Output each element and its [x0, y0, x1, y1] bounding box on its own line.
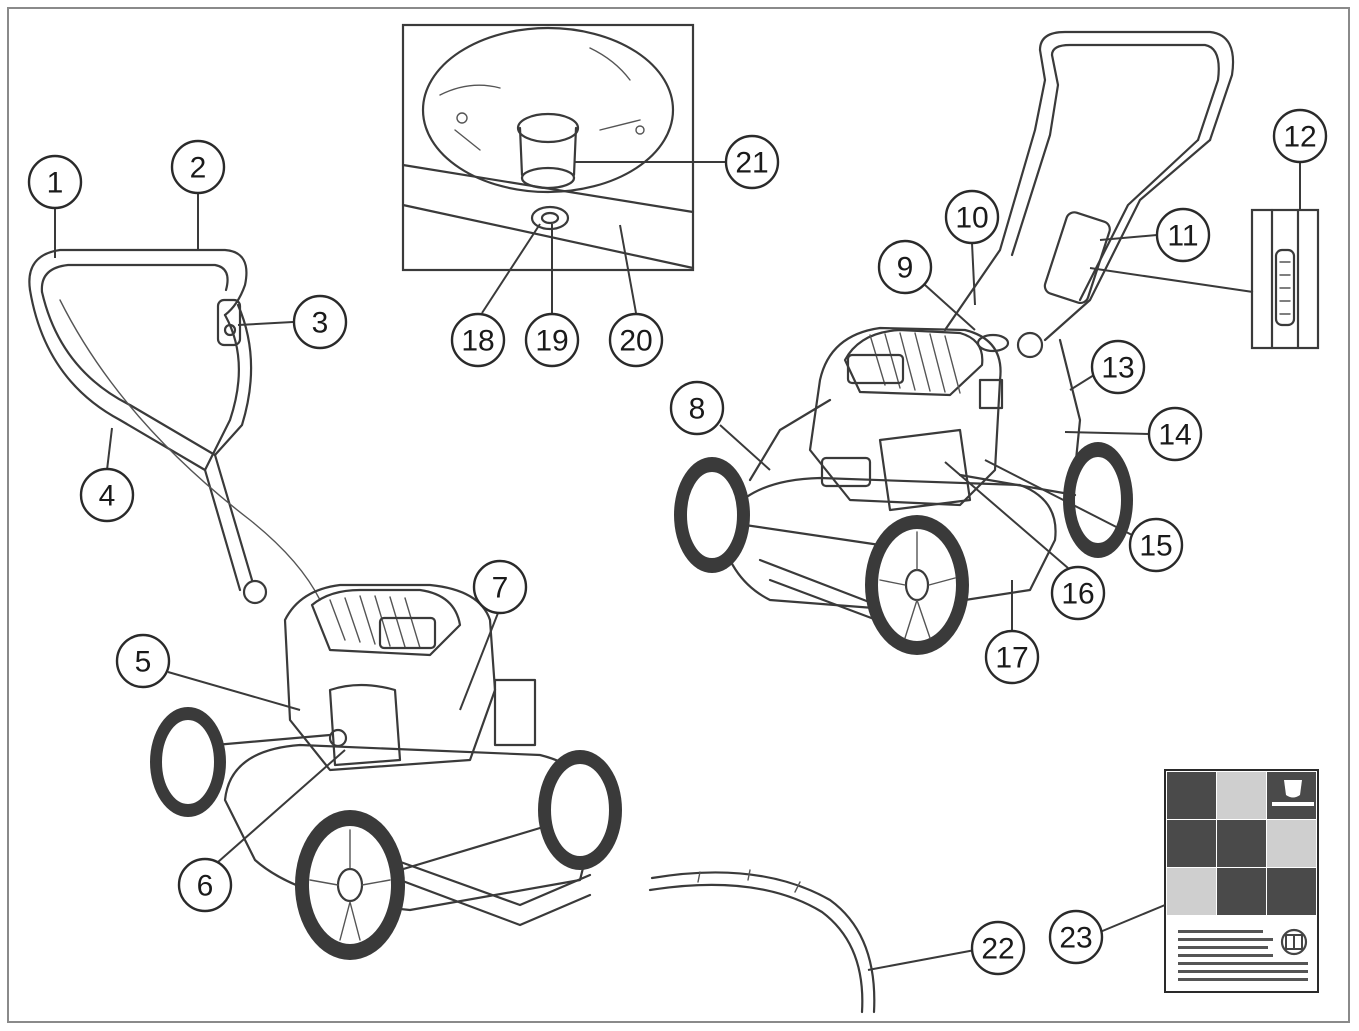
callout-16: 16	[1050, 565, 1106, 621]
callout-19: 19	[524, 312, 580, 368]
callout-label: 22	[981, 933, 1014, 966]
callout-label: 5	[135, 646, 152, 679]
manual-cover-tile	[1217, 820, 1266, 867]
callout-1: 1	[27, 154, 83, 210]
callout-label: 7	[492, 572, 509, 605]
callout-label: 23	[1059, 922, 1092, 955]
manual-text-line	[1178, 970, 1308, 973]
manual-cover-tile	[1167, 868, 1216, 915]
manual-cover-tile	[1167, 820, 1216, 867]
callout-label: 19	[535, 325, 568, 358]
manual-text-line	[1178, 938, 1273, 941]
callout-label: 16	[1061, 578, 1094, 611]
callout-label: 9	[897, 252, 914, 285]
callout-label: 13	[1101, 352, 1134, 385]
callout-label: 14	[1158, 419, 1191, 452]
callout-4: 4	[79, 467, 135, 523]
callout-7: 7	[472, 559, 528, 615]
diagram-frame	[7, 7, 1350, 1023]
callouts: 1 2 3 4 5 6 7 8 9 10 11 12 13 14 15 16 1…	[27, 108, 1328, 976]
callout-20: 20	[608, 312, 664, 368]
callout-label: 18	[461, 325, 494, 358]
callout-14: 14	[1147, 406, 1203, 462]
callout-17: 17	[984, 629, 1040, 685]
callout-label: 3	[312, 307, 329, 340]
callout-label: 4	[99, 480, 116, 513]
manual-book-icon	[1280, 928, 1308, 956]
operators-manual	[1164, 769, 1319, 993]
manual-text-line	[1178, 946, 1268, 949]
manual-text-line	[1178, 978, 1308, 981]
mower-right-view	[674, 30, 1235, 655]
callout-13: 13	[1090, 339, 1146, 395]
manual-text-line	[1178, 954, 1273, 957]
blade-detail-inset	[401, 23, 695, 272]
grass-deflector	[648, 869, 876, 1014]
callout-label: 6	[197, 870, 214, 903]
manual-cover-tile	[1267, 820, 1316, 867]
callout-label: 11	[1167, 220, 1198, 253]
manual-text-line	[1178, 930, 1263, 933]
callout-11: 11	[1155, 207, 1211, 263]
callout-12: 12	[1272, 108, 1328, 164]
callout-label: 2	[190, 152, 207, 185]
callout-label: 20	[619, 325, 652, 358]
callout-label: 1	[47, 167, 64, 200]
callout-22: 22	[970, 920, 1026, 976]
callout-label: 8	[689, 393, 706, 426]
callout-label: 10	[955, 202, 988, 235]
manual-cover-tile	[1217, 868, 1266, 915]
mower-left-view	[28, 248, 622, 960]
manual-cover-tile	[1267, 868, 1316, 915]
callout-15: 15	[1128, 517, 1184, 573]
leader-lines	[54, 161, 1301, 971]
callout-label: 12	[1283, 121, 1316, 154]
callout-10: 10	[944, 189, 1000, 245]
callout-label: 21	[735, 147, 768, 180]
manual-text-line	[1178, 962, 1308, 965]
manual-cover-tile	[1217, 772, 1266, 819]
callout-9: 9	[877, 239, 933, 295]
callout-23: 23	[1048, 909, 1104, 965]
callout-label: 17	[995, 642, 1028, 675]
callout-5: 5	[115, 633, 171, 689]
callout-8: 8	[669, 380, 725, 436]
callout-21: 21	[724, 134, 780, 190]
callout-label: 15	[1139, 530, 1172, 563]
callout-18: 18	[450, 312, 506, 368]
husqvarna-logo	[1272, 780, 1314, 806]
callout-3: 3	[292, 294, 348, 350]
handle-clamp-inset	[1250, 208, 1320, 350]
callout-6: 6	[177, 857, 233, 913]
manual-cover-tile	[1167, 772, 1216, 819]
callout-2: 2	[170, 139, 226, 195]
